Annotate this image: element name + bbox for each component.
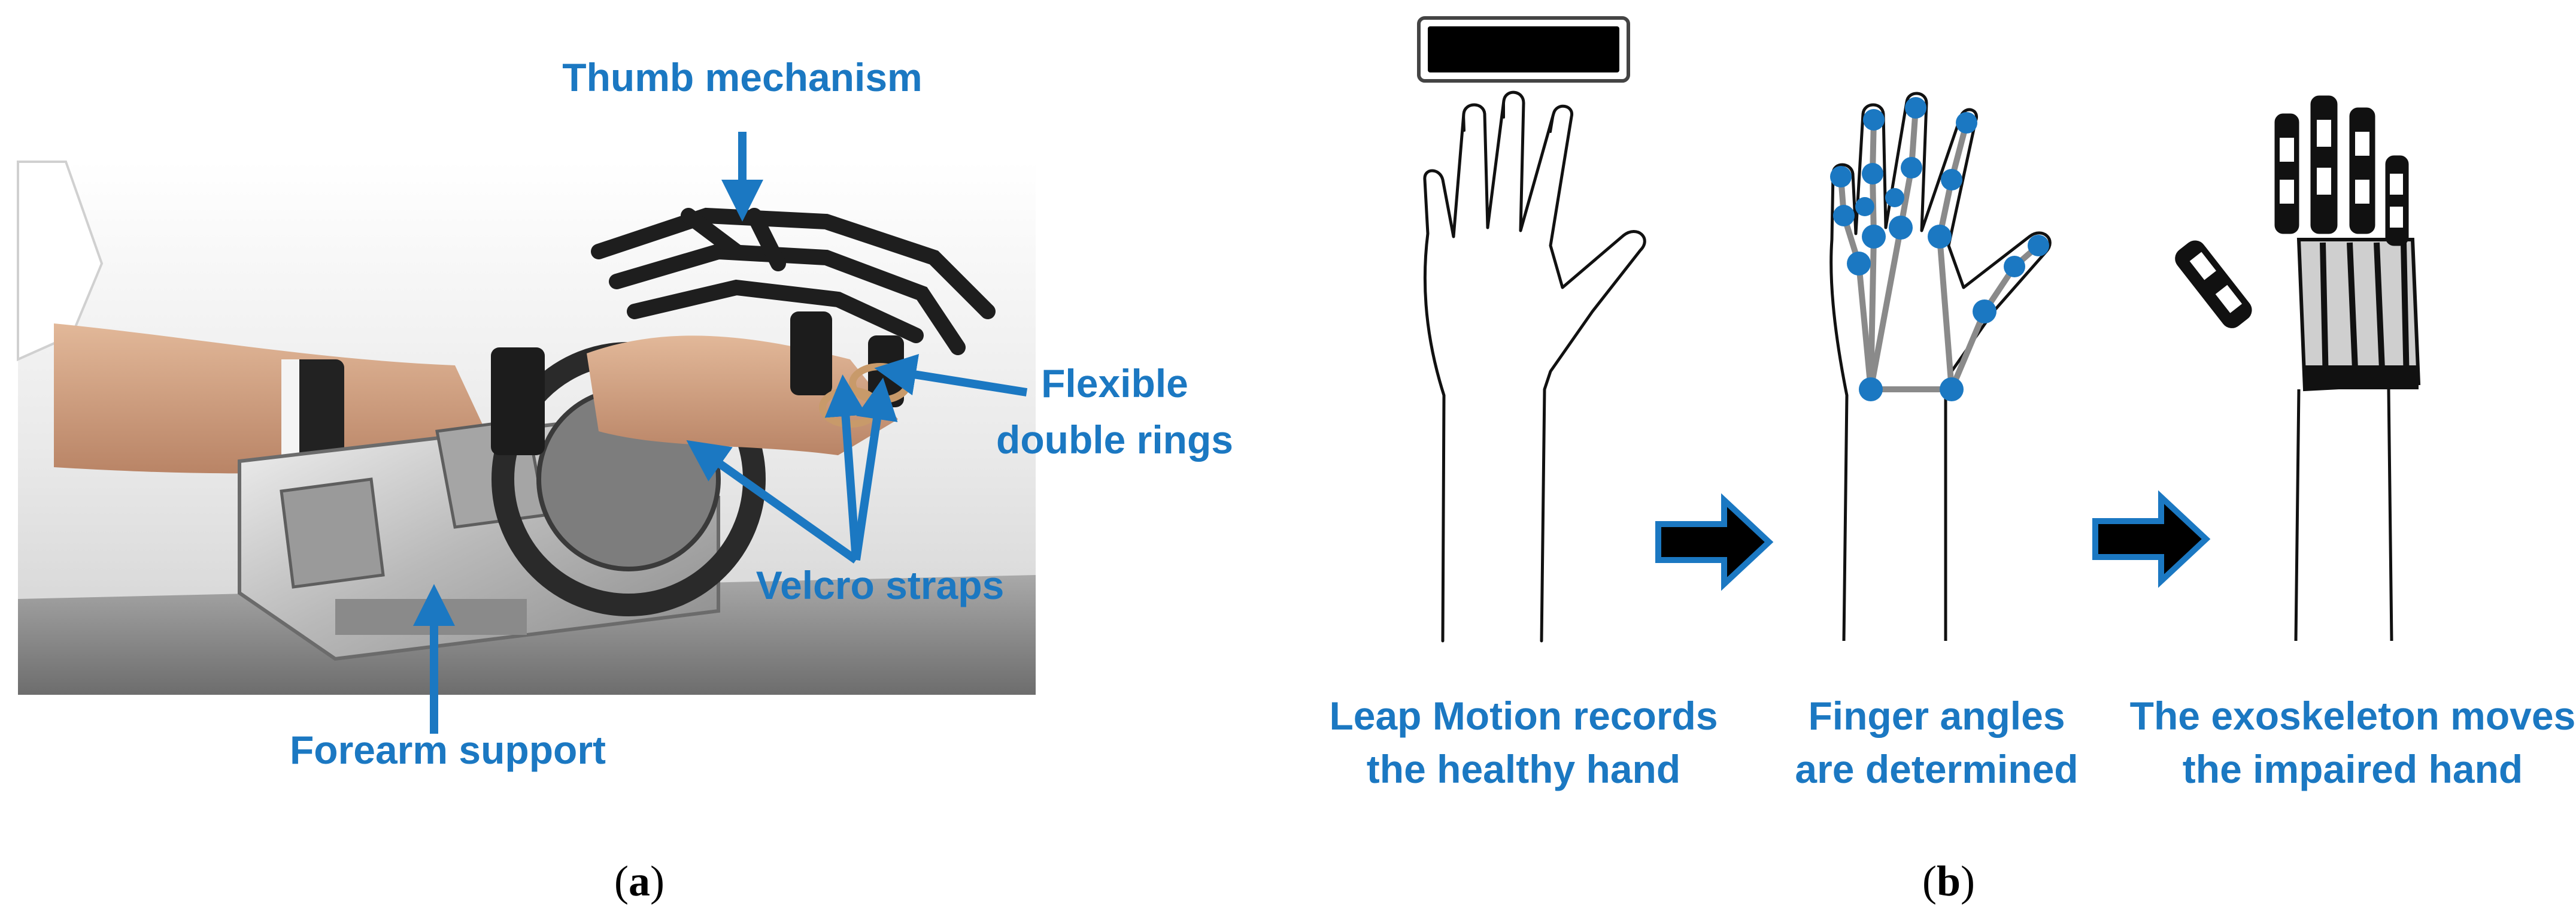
panel-label-b: (b) xyxy=(1922,857,1975,905)
flow-arrow-2-icon xyxy=(2092,490,2211,588)
caption-step-3-line-1: The exoskeleton moves xyxy=(2130,694,2576,738)
caption-step-3-line-2: the impaired hand xyxy=(2183,747,2523,791)
finger-angles-hand-icon xyxy=(1829,92,2052,641)
caption-step-1-line-1: Leap Motion records xyxy=(1329,694,1718,738)
annotation-arrows-a xyxy=(413,132,1028,734)
panel-label-a: (a) xyxy=(614,857,665,905)
label-flexible: Flexible xyxy=(1041,361,1188,405)
caption-step-2-line-1: Finger angles xyxy=(1808,694,2065,738)
label-velcro-straps: Velcro straps xyxy=(756,563,1005,607)
svg-text:(b): (b) xyxy=(1922,857,1975,905)
caption-step-2-line-2: are determined xyxy=(1795,747,2078,791)
labels-a: Thumb mechanism Flexible double rings Ve… xyxy=(290,55,1233,772)
label-double-rings: double rings xyxy=(996,417,1233,462)
photo-exoskeleton xyxy=(17,161,1036,695)
exoskeleton-hand-icon xyxy=(2175,95,2421,641)
label-thumb-mechanism: Thumb mechanism xyxy=(562,55,922,99)
label-forearm-support: Forearm support xyxy=(290,728,606,772)
leap-motion-sensor-icon xyxy=(1417,16,1630,83)
captions-b: Leap Motion records the healthy hand Fin… xyxy=(1329,694,2575,791)
caption-step-1-line-2: the healthy hand xyxy=(1367,747,1680,791)
svg-text:(a): (a) xyxy=(614,857,665,905)
healthy-hand-icon xyxy=(1423,90,1646,643)
flow-arrow-1-icon xyxy=(1655,493,1774,591)
